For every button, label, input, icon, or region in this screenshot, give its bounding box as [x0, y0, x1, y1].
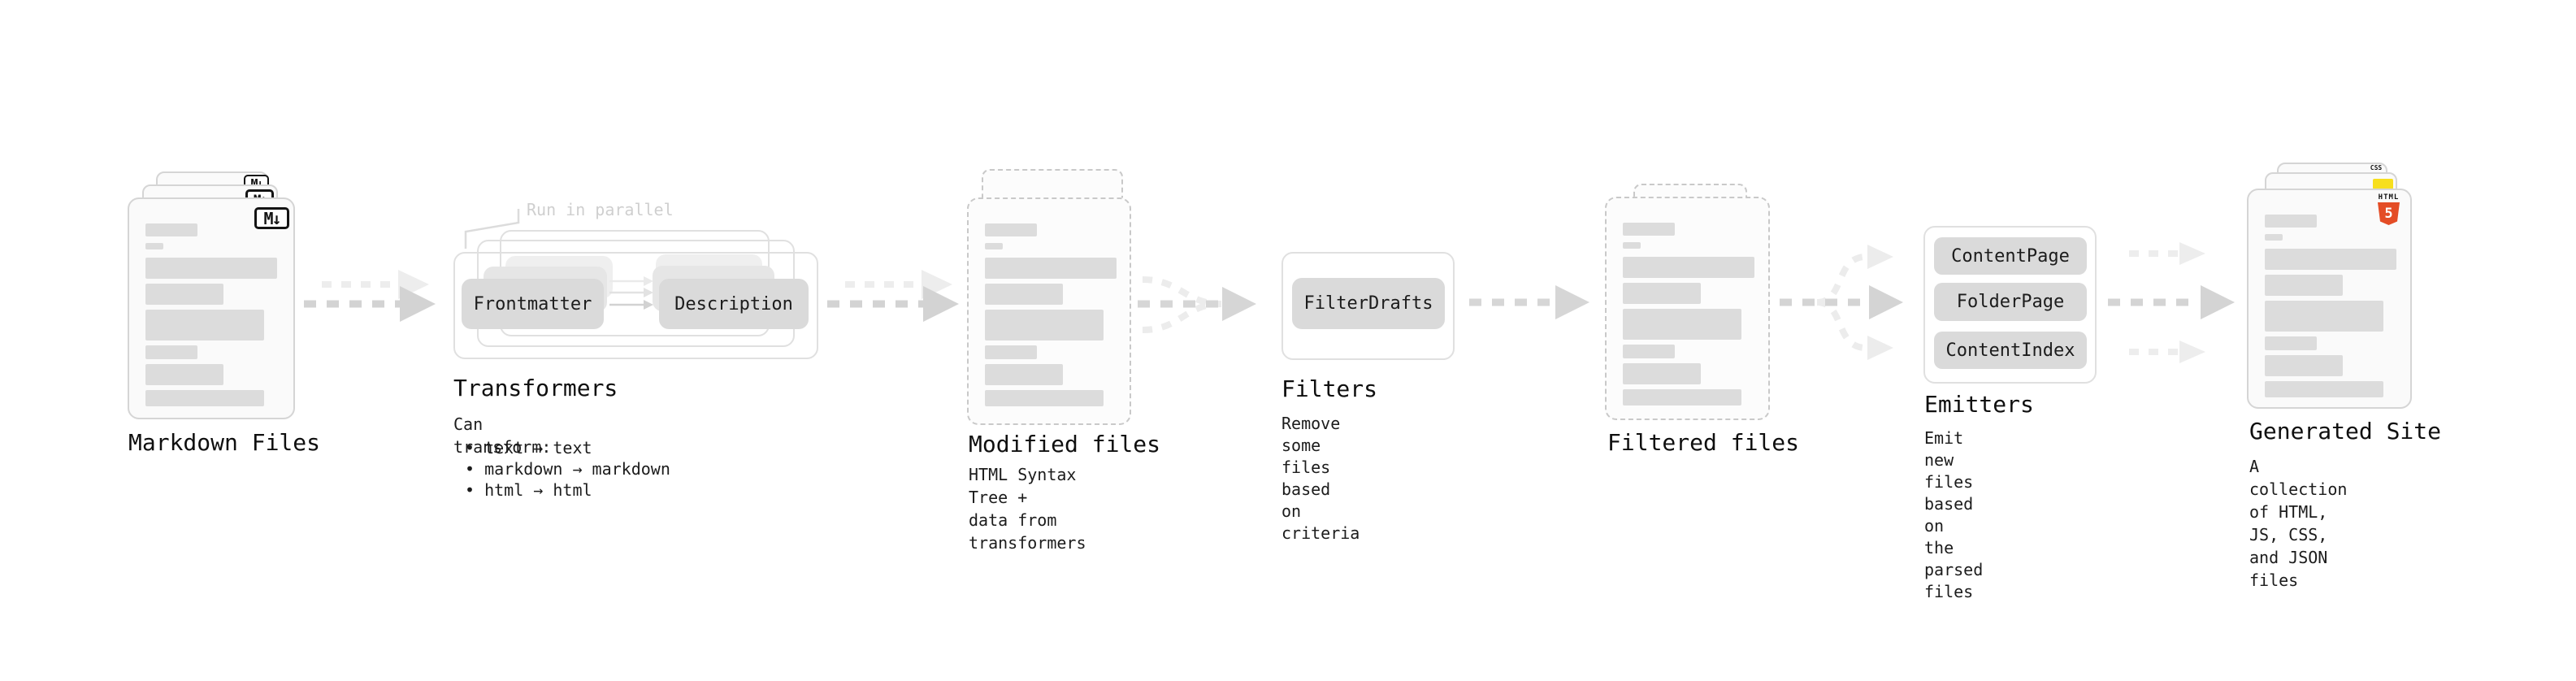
emitter-pill-contentindex: ContentIndex [1934, 332, 2087, 369]
transformer-pill-frontmatter: Frontmatter [462, 279, 604, 329]
node-description: HTML Syntax Tree + data from transformer… [969, 465, 1086, 553]
text-placeholder-bar [2265, 249, 2396, 270]
transform-bullet: • html → html [465, 480, 592, 500]
file-card [1605, 197, 1770, 420]
node-description: Remove some files based on criteria [1281, 414, 1360, 543]
text-placeholder-bar [1623, 345, 1675, 358]
text-placeholder-bar [2265, 234, 2283, 241]
html5-shield: 5 [2378, 202, 2400, 225]
text-placeholder-bar [145, 390, 264, 406]
transform-bullet: • markdown → markdown [465, 459, 670, 479]
text-placeholder-bar [1623, 223, 1675, 236]
node-label: Transformers [453, 375, 618, 401]
arrow-filters-to-filtered-icon [1469, 285, 1589, 319]
file-card [967, 197, 1131, 425]
text-placeholder-bar [985, 364, 1063, 385]
node-label: Modified files [969, 431, 1161, 458]
text-placeholder-bar [985, 223, 1037, 236]
html5-badge-text: HTML [2378, 193, 2400, 202]
text-placeholder-bar [2265, 336, 2317, 350]
node-label: Markdown Files [128, 429, 321, 456]
node-label: Generated Site [2249, 418, 2442, 445]
pill-to-pill-arrows-icon [609, 276, 653, 310]
arrow-filtered-to-emitters-icon [1780, 245, 1903, 360]
file-card: M↓ [128, 197, 295, 419]
text-placeholder-bar [2265, 275, 2343, 296]
text-placeholder-bar [145, 223, 197, 236]
node-description: A collection of HTML, JS, CSS, and JSON … [2249, 457, 2348, 590]
text-placeholder-bar [1623, 389, 1741, 406]
text-placeholder-bar [2265, 355, 2343, 376]
transformer-box-front [453, 252, 818, 359]
emitter-pill-contentpage: ContentPage [1934, 237, 2087, 275]
markdown-icon: M↓ [254, 207, 289, 229]
html5-number: 5 [2384, 205, 2393, 222]
annotation-connector-line [464, 209, 520, 249]
text-placeholder-bar [2265, 215, 2317, 228]
css-badge-text: CSS [2370, 164, 2383, 171]
text-placeholder-bar [985, 310, 1104, 340]
text-placeholder-bar [1623, 309, 1741, 340]
text-placeholder-bar [1623, 363, 1701, 384]
text-placeholder-bar [145, 284, 223, 305]
text-placeholder-bar [1623, 257, 1754, 278]
text-placeholder-bar [145, 364, 223, 385]
node-label: Emitters [1924, 391, 2034, 418]
text-placeholder-bar [985, 345, 1037, 359]
text-placeholder-bar [1623, 283, 1701, 304]
node-description: Emit new files based on the parsed files [1924, 428, 1984, 601]
node-description: Can transform: [453, 414, 552, 457]
node-label: Filtered files [1607, 429, 1800, 456]
text-placeholder-bar [145, 258, 277, 279]
text-placeholder-bar [145, 310, 264, 340]
transform-bullet: • text → text [465, 438, 592, 458]
text-placeholder-bar [2265, 381, 2383, 397]
text-placeholder-bar [145, 243, 163, 249]
text-placeholder-bar [985, 258, 1117, 279]
arrow-emitters-to-generated-icon [2108, 242, 2235, 363]
js-icon [2373, 179, 2393, 189]
emitters-box [1923, 226, 2097, 384]
filters-box [1281, 252, 1455, 360]
arrow-markdown-to-transformers-icon [304, 270, 436, 322]
node-label: Filters [1281, 375, 1378, 402]
text-placeholder-bar [1623, 242, 1641, 249]
text-placeholder-bar [2265, 301, 2383, 332]
text-placeholder-bar [985, 243, 1003, 249]
filter-pill-filterdrafts: FilterDrafts [1292, 278, 1445, 329]
html5-icon: HTML 5 [2378, 194, 2400, 225]
arrow-transformers-to-modified-icon [827, 270, 959, 322]
text-placeholder-bar [145, 345, 197, 359]
arrow-modified-to-filters-icon [1138, 276, 1256, 333]
text-placeholder-bar [985, 284, 1063, 305]
transformer-pill-description: Description [659, 279, 809, 329]
file-card: HTML 5 [2247, 189, 2412, 409]
emitter-pill-folderpage: FolderPage [1934, 283, 2087, 321]
run-in-parallel-annotation: Run in parallel [527, 200, 674, 219]
text-placeholder-bar [985, 390, 1104, 406]
